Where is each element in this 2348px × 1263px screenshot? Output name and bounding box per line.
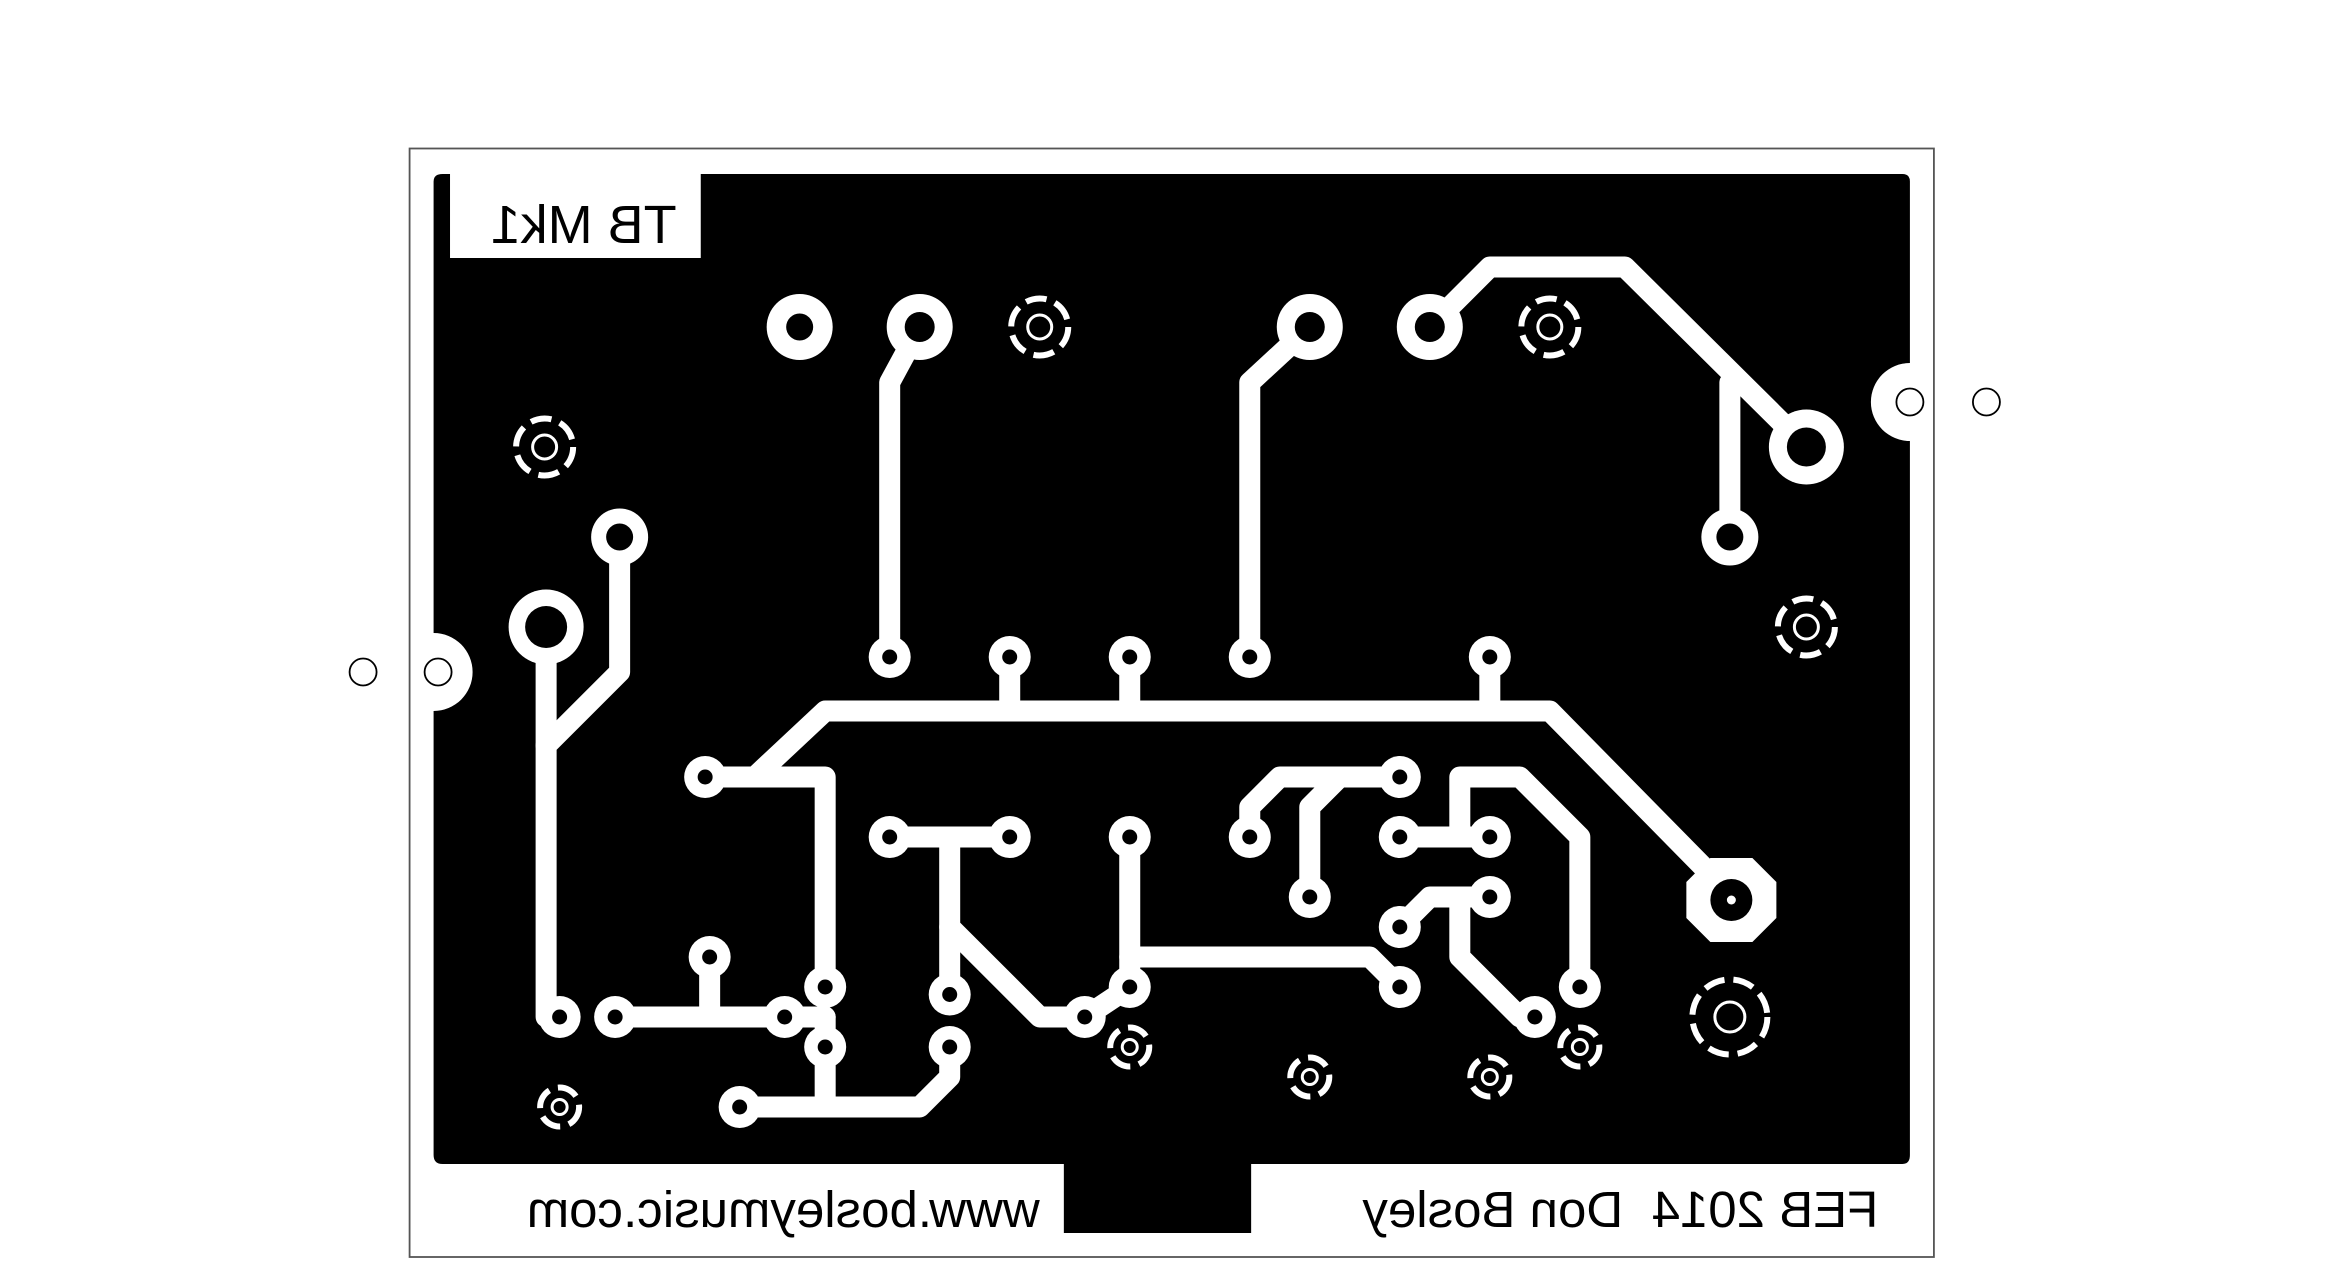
credit-label-box (1251, 1164, 1910, 1254)
pad-large-3 (1276, 294, 1343, 360)
thermal-centers (531, 313, 1820, 1116)
trace-f (754, 766, 836, 998)
alignment-mark-left (423, 657, 453, 687)
trace-bus (744, 700, 1744, 908)
board-outline (408, 147, 1935, 1258)
trace-i (939, 826, 1096, 1028)
pad-octagon (1686, 858, 1777, 942)
pad-large-4 (1396, 294, 1463, 360)
board-title-label: TB Mk1 (491, 195, 677, 255)
pads (508, 294, 1844, 1130)
credit-label: FEB 2014 Don Bosley (1362, 1181, 1879, 1238)
trace-c (1419, 256, 1817, 458)
title-label-box (450, 174, 701, 258)
website-label: www.bosleymusic.com (527, 1181, 1041, 1238)
pad-large-5 (1768, 409, 1844, 485)
small-pad-holes (552, 649, 1588, 1115)
alignment-mark-right (1895, 387, 1925, 417)
alignment-mark-right-outer (1972, 387, 2001, 417)
pad-large-7 (591, 508, 649, 566)
pad-large-6 (1701, 508, 1759, 566)
trace-j (1119, 826, 1411, 998)
pad-large-2 (886, 294, 953, 360)
pad-large-1 (766, 294, 833, 360)
pad-large-8 (508, 589, 584, 665)
thermal-pads (513, 295, 1838, 1130)
trace-n (1449, 766, 1591, 998)
alignment-mark-left-outer (348, 657, 378, 687)
website-label-box (433, 1164, 1064, 1254)
trace-l (1299, 766, 1351, 908)
